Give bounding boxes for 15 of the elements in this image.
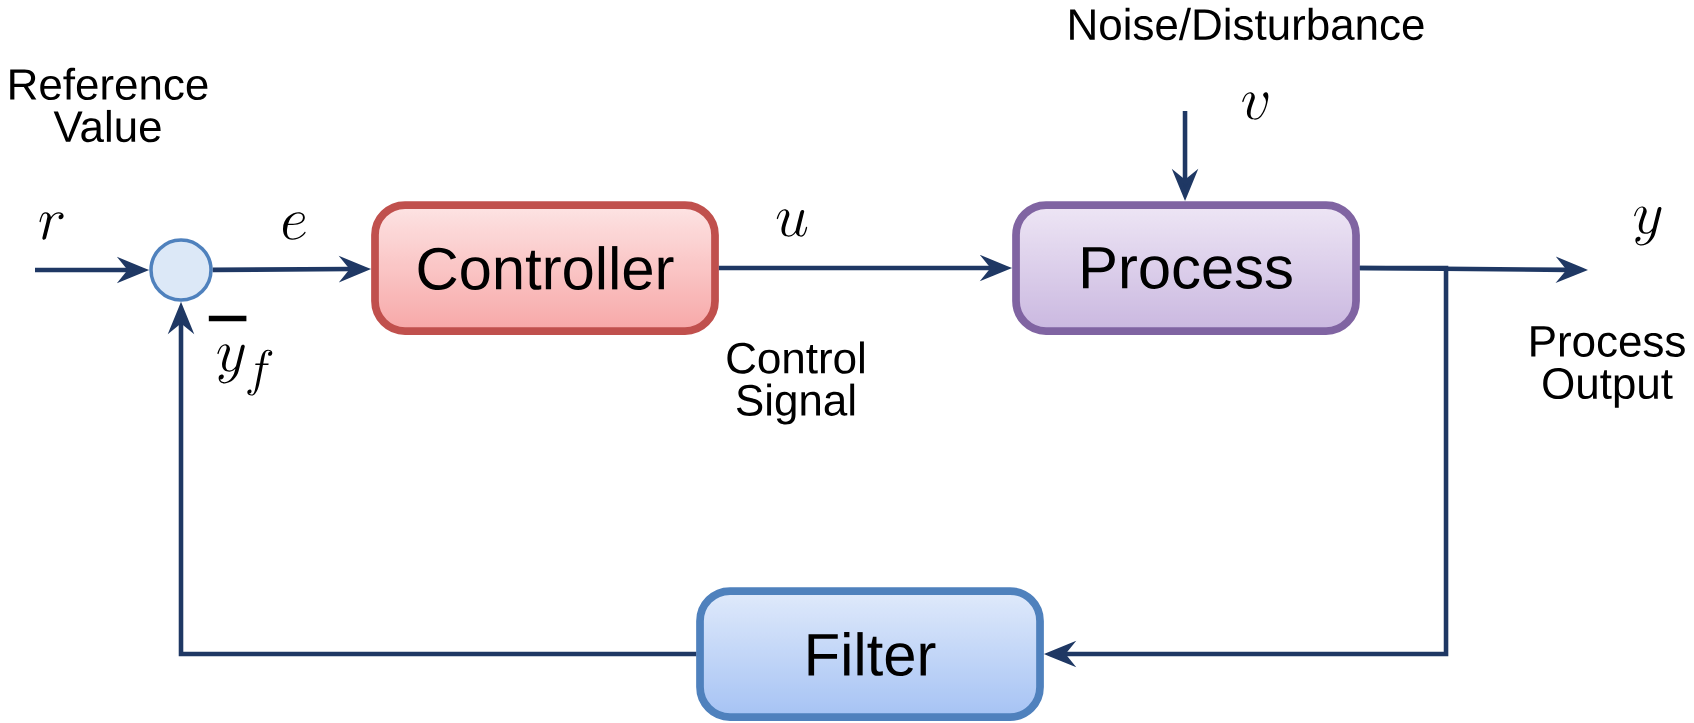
summing-junction [149,238,213,302]
signal-label: Control Signal [727,341,864,425]
edge-label: $y_f$ [212,341,280,399]
edge-label: $y$ [1628,203,1668,249]
edge-label: $v$ [1237,89,1275,123]
process-box: Process [1012,201,1360,335]
process-box: Controller [371,201,719,335]
edge-label: $u$ [771,206,813,240]
signal-label: Process Output [1531,326,1685,408]
process-box: Filter [696,587,1044,721]
edge-label: $e$ [276,209,312,243]
signal-label: Noise/Disturbance [1070,7,1424,41]
edge-label: $r$ [34,209,70,243]
signal-label: Reference Value [10,67,208,143]
minus-sign: − [208,315,247,322]
